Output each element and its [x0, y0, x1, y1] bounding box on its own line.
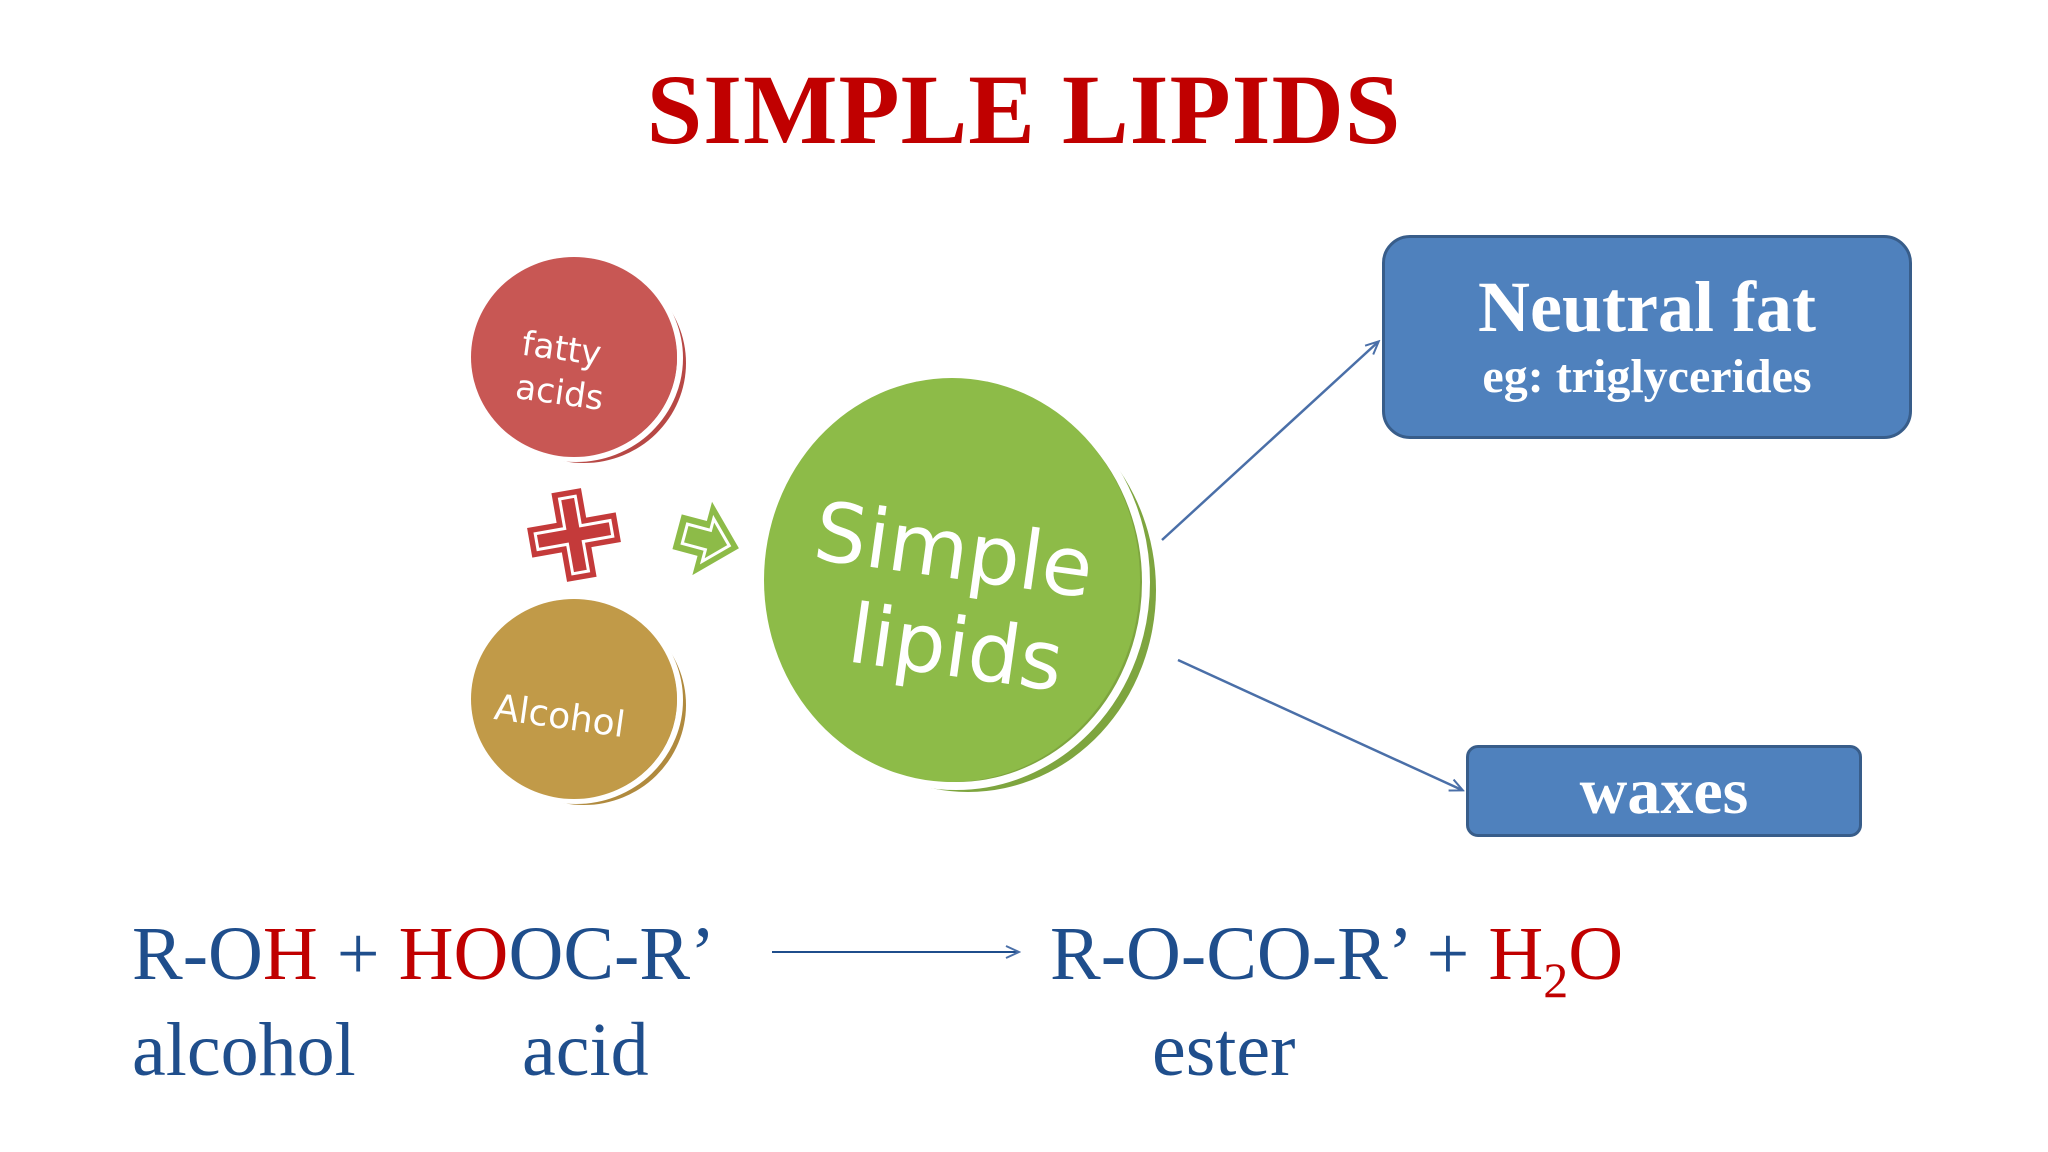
reactants: R-OH + HOOC-R’ [132, 916, 715, 992]
label-alcohol: alcohol [132, 1008, 356, 1092]
water-o: O [1568, 912, 1624, 996]
label-ester: ester [1152, 1008, 1296, 1092]
reactant-oc-r: OC-R’ [508, 912, 716, 996]
plus-icon [527, 488, 621, 582]
arrow-to-neutral-fat [1161, 342, 1378, 541]
label-acid: acid [522, 1008, 649, 1092]
reactant-h2: H [398, 912, 454, 996]
fatty-acids-circle: fatty acids [469, 254, 686, 463]
neutral-fat-title: Neutral fat [1478, 267, 1816, 347]
product-ester: R-O-CO-R’ + [1050, 912, 1489, 996]
waxes-box: waxes [1466, 745, 1862, 837]
products: R-O-CO-R’ + H2O [1050, 916, 1623, 1005]
arrow-right-icon [672, 501, 739, 576]
reactant-h1: H [262, 912, 318, 996]
plus-sign: + [317, 912, 399, 996]
arrow-to-waxes [1177, 658, 1462, 790]
page-title: SIMPLE LIPIDS [646, 54, 1402, 165]
simple-lipids-circle: Simple lipids [762, 374, 1156, 792]
alcohol-circle: Alcohol [469, 596, 686, 805]
neutral-fat-box: Neutral fat eg: triglycerides [1382, 235, 1912, 439]
water-h: H [1488, 912, 1544, 996]
waxes-title: waxes [1579, 755, 1749, 828]
reactant-r-o: R-O [132, 912, 263, 996]
water-subscript: 2 [1543, 952, 1569, 1008]
neutral-fat-example: eg: triglycerides [1482, 350, 1812, 403]
reactant-o2: O [453, 912, 509, 996]
